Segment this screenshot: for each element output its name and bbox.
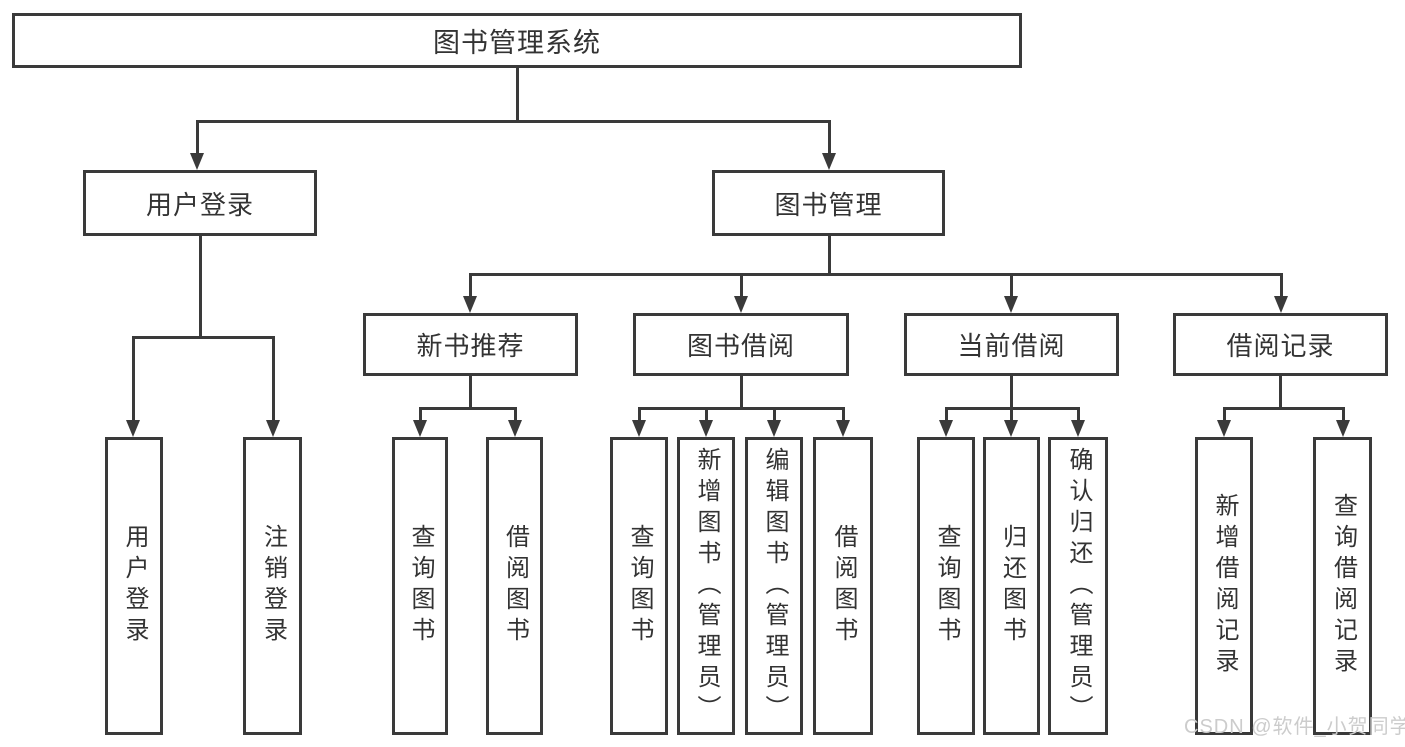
connector-drop-b1 [638,407,641,423]
connector-user-split [132,336,275,339]
node-borrowing-records: 借阅记录 [1173,313,1388,376]
connector-borrowing-stem [740,376,743,409]
arrowhead-d1 [1217,420,1231,437]
leaf-query-books-current: 查询图书 [917,437,975,735]
arrowhead-leaf-logout [266,420,280,437]
connector-drop-records [1280,273,1283,299]
csdn-watermark: CSDN @软件_小贺同学 [1184,716,1405,738]
node-library-management-system-label: 图书管理系统 [433,28,601,58]
connector-drop-user-login [196,120,199,155]
leaf-query-books-recommend: 查询图书 [392,437,448,735]
connector-drop-borrowing [740,273,743,299]
node-new-book-recommendation-label: 新书推荐 [416,331,525,361]
leaf-edit-books-admin-label: 编辑图书（管理员） [761,446,788,726]
leaf-add-books-admin: 新增图书（管理员） [677,437,735,735]
connector-mgmt-split [469,273,1283,276]
arrowhead-c3 [1071,420,1085,437]
connector-drop-a2 [514,407,517,423]
leaf-user-login: 用户登录 [105,437,163,735]
leaf-return-books: 归还图书 [983,437,1040,735]
leaf-query-books-borrowing: 查询图书 [610,437,668,735]
leaf-logout: 注销登录 [243,437,302,735]
leaf-borrow-books-borrowing-label: 借阅图书 [830,524,857,648]
arrowhead-user-login [190,153,204,170]
leaf-user-login-label: 用户登录 [121,524,148,648]
leaf-borrow-books-recommend-label: 借阅图书 [501,524,529,648]
arrowhead-a2 [508,420,522,437]
connector-drop-a1 [419,407,422,423]
node-book-management-label: 图书管理 [774,189,883,220]
connector-root-stem [516,68,519,122]
leaf-add-borrow-record: 新增借阅记录 [1195,437,1253,735]
leaf-add-books-admin-label: 新增图书（管理员） [693,446,720,726]
leaf-return-books-label: 归还图书 [998,524,1026,648]
leaf-logout-label: 注销登录 [259,524,287,648]
connector-drop-c1 [945,407,948,423]
arrowhead-current [1004,296,1018,313]
connector-records-stem [1279,376,1282,409]
arrowhead-records [1274,296,1288,313]
arrowhead-newbook [463,296,477,313]
connector-newbook-split [419,407,517,410]
connector-drop-b4 [842,407,845,423]
arrowhead-c2 [1004,420,1018,437]
leaf-edit-books-admin: 编辑图书（管理员） [745,437,803,735]
node-current-borrowing-label: 当前借阅 [957,331,1066,361]
node-new-book-recommendation: 新书推荐 [363,313,578,376]
connector-drop-book-mgmt [828,120,831,155]
arrowhead-book-mgmt [822,153,836,170]
node-book-borrowing: 图书借阅 [633,313,849,376]
node-book-management: 图书管理 [712,170,945,236]
node-book-borrowing-label: 图书借阅 [686,331,795,361]
leaf-query-books-recommend-label: 查询图书 [407,524,434,648]
connector-drop-d1 [1223,407,1226,423]
connector-root-split [196,120,831,123]
arrowhead-c1 [939,420,953,437]
connector-records-split [1223,407,1345,410]
connector-drop-c2 [1010,407,1013,423]
connector-mgmt-stem [828,236,831,275]
arrowhead-b2 [699,420,713,437]
node-borrowing-records-label: 借阅记录 [1226,331,1335,361]
leaf-confirm-return-admin: 确认归还（管理员） [1048,437,1108,735]
connector-drop-d2 [1342,407,1345,423]
connector-drop-b2 [705,407,708,423]
leaf-query-borrow-record: 查询借阅记录 [1313,437,1372,735]
arrowhead-borrowing [734,296,748,313]
arrowhead-b4 [836,420,850,437]
connector-drop-newbook [469,273,472,299]
leaf-add-borrow-record-label: 新增借阅记录 [1211,493,1238,679]
node-user-login-label: 用户登录 [145,189,254,220]
connector-drop-current [1010,273,1013,299]
leaf-borrow-books-borrowing: 借阅图书 [813,437,873,735]
arrowhead-b1 [632,420,646,437]
node-user-login: 用户登录 [83,170,317,236]
arrowhead-leaf-login [126,420,140,437]
arrowhead-d2 [1336,420,1350,437]
leaf-query-borrow-record-label: 查询借阅记录 [1329,493,1357,679]
connector-user-stem [199,236,202,338]
node-current-borrowing: 当前借阅 [904,313,1119,376]
connector-drop-c3 [1077,407,1080,423]
connector-drop-b3 [773,407,776,423]
node-library-management-system: 图书管理系统 [12,13,1022,68]
arrowhead-a1 [413,420,427,437]
connector-borrowing-split [638,407,845,410]
leaf-query-books-current-label: 查询图书 [933,524,960,648]
connector-drop-leaf-login [132,336,135,422]
connector-newbook-stem [469,376,472,409]
leaf-confirm-return-admin-label: 确认归还（管理员） [1065,446,1092,726]
connector-current-stem [1010,376,1013,409]
leaf-borrow-books-recommend: 借阅图书 [486,437,543,735]
leaf-query-books-borrowing-label: 查询图书 [626,524,653,648]
connector-drop-leaf-logout [272,336,275,422]
arrowhead-b3 [767,420,781,437]
